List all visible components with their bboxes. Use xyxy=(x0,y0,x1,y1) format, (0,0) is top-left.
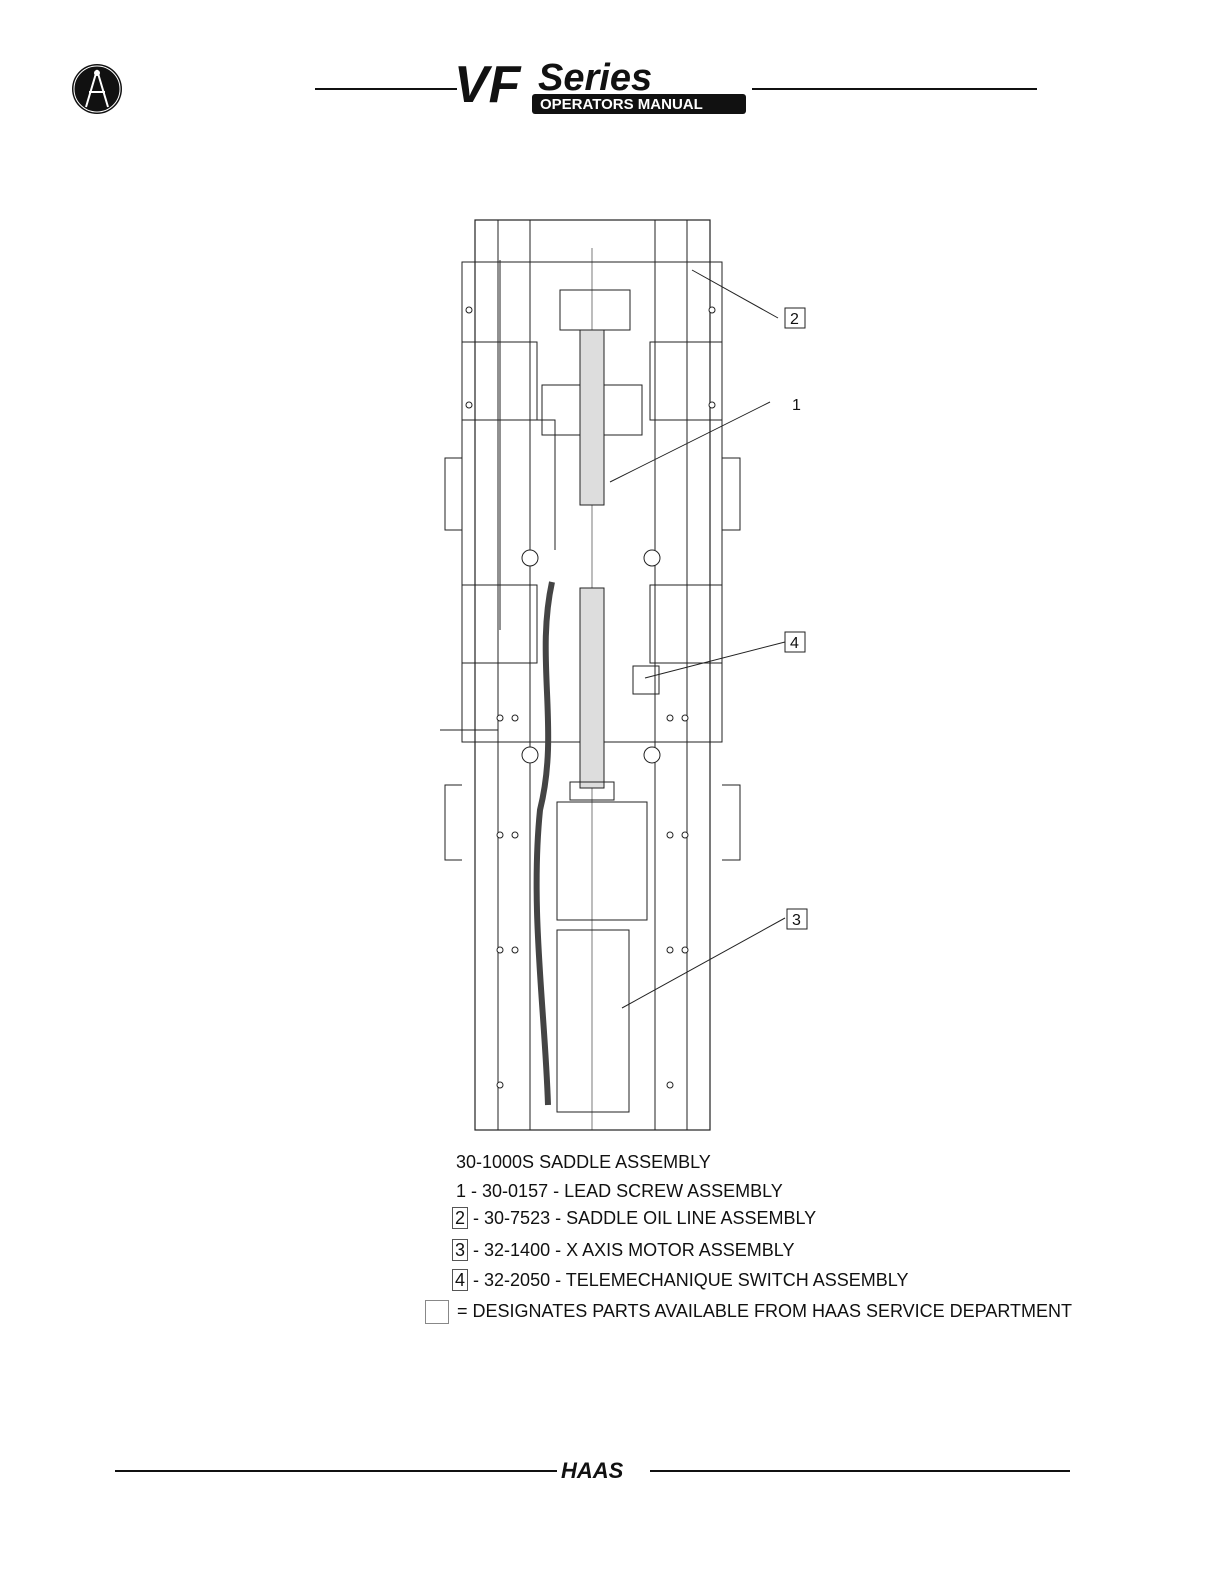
legend-item-text: - 30-7523 - SADDLE OIL LINE ASSEMBLY xyxy=(473,1208,816,1228)
saddle-assembly-drawing: 2 1 4 3 xyxy=(430,210,820,1140)
vf-series-logo: VF Series OPERATORS MANUAL xyxy=(452,56,752,120)
legend-item-4: 4 - 32-2050 - TELEMECHANIQUE SWITCH ASSE… xyxy=(456,1269,909,1291)
compass-logo-icon xyxy=(70,62,124,116)
header-rule-right xyxy=(752,88,1037,90)
designation-box-icon xyxy=(425,1300,449,1324)
footer-rule-left xyxy=(115,1470,557,1472)
callout-3: 3 xyxy=(792,912,801,929)
logo-vf-text: VF xyxy=(454,56,522,114)
footer-rule-right xyxy=(650,1470,1070,1472)
legend-item-text: - 32-1400 - X AXIS MOTOR ASSEMBLY xyxy=(473,1240,794,1260)
legend-item-number: 4 xyxy=(452,1269,468,1291)
haas-logo: HAAS xyxy=(557,1456,651,1484)
callout-2: 2 xyxy=(790,311,799,328)
legend-item-number: 2 xyxy=(452,1207,468,1229)
legend-item-1: 1 - 30-0157 - LEAD SCREW ASSEMBLY xyxy=(456,1181,783,1201)
callout-1: 1 xyxy=(792,397,801,414)
legend-item-number: 3 xyxy=(452,1239,468,1261)
callout-4: 4 xyxy=(790,635,799,652)
legend-item-text: - 32-2050 - TELEMECHANIQUE SWITCH ASSEMB… xyxy=(473,1270,908,1290)
legend-item-2: 2 - 30-7523 - SADDLE OIL LINE ASSEMBLY xyxy=(456,1207,816,1229)
legend-item-3: 3 - 32-1400 - X AXIS MOTOR ASSEMBLY xyxy=(456,1239,795,1261)
footer-brand-text: HAAS xyxy=(561,1458,624,1483)
logo-subtitle-text: OPERATORS MANUAL xyxy=(540,96,703,113)
legend-note: = DESIGNATES PARTS AVAILABLE FROM HAAS S… xyxy=(425,1300,1072,1324)
header-rule-left xyxy=(315,88,457,90)
legend-title: 30-1000S SADDLE ASSEMBLY xyxy=(456,1152,711,1172)
legend-item-text: - 30-0157 - LEAD SCREW ASSEMBLY xyxy=(471,1181,783,1201)
logo-series-text: Series xyxy=(538,57,652,99)
legend-item-number: 1 xyxy=(456,1181,466,1201)
legend-note-text: = DESIGNATES PARTS AVAILABLE FROM HAAS S… xyxy=(457,1301,1072,1321)
